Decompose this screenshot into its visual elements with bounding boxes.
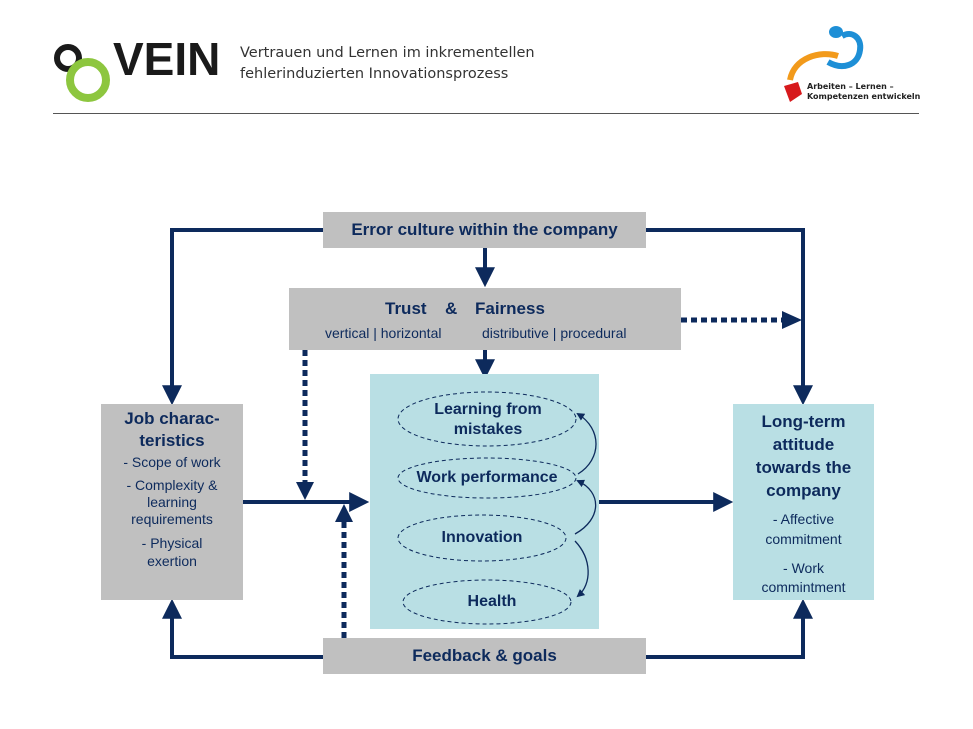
vein-logo-rings	[54, 44, 110, 102]
partner-logo	[784, 26, 864, 102]
arrow-error-to-job	[162, 228, 323, 406]
ellipse-learning	[397, 391, 577, 447]
trust-sub-right: distributive | procedural	[482, 325, 627, 341]
dashed-trust-down-head	[296, 482, 314, 500]
innovation-label: Innovation	[441, 529, 523, 546]
curve-innovation-to-health	[574, 540, 589, 598]
curve-work-to-learning	[576, 412, 597, 475]
ellipse-work	[397, 457, 577, 499]
arrow-error-to-longterm	[646, 228, 813, 406]
work-performance-label: Work performance	[416, 469, 558, 486]
error-culture-box: Error culture within the company	[323, 212, 646, 248]
header-subtitle-line2: fehlerinduzierten Innovationsprozess	[240, 66, 509, 82]
outcomes-box	[370, 374, 599, 629]
dashed-feedback-up-head	[335, 504, 353, 522]
dashed-trust-to-longterm-head	[782, 311, 802, 329]
arrow-feedback-to-job	[162, 598, 323, 659]
feedback-goals-box: Feedback & goals	[323, 638, 646, 674]
partner-logo-text: Arbeiten – Lernen – Kompetenzen entwicke…	[807, 82, 920, 102]
health-label: Health	[467, 593, 517, 610]
job-item-complexity-2: learning	[147, 494, 197, 510]
longterm-title-line4: company	[766, 481, 841, 500]
fairness-label: Fairness	[475, 299, 545, 318]
learning-label-line2: mistakes	[453, 421, 523, 438]
longterm-attitude-box: Long-term attitude towards the company -…	[733, 404, 874, 600]
error-culture-label: Error culture within the company	[351, 220, 618, 239]
learning-label-line1: Learning from	[434, 401, 542, 418]
longterm-item2-line1: - Work	[783, 560, 824, 576]
arrow-feedback-to-longterm	[646, 598, 813, 659]
vein-logo-text: VEIN	[113, 33, 221, 85]
partner-text-line1: Arbeiten – Lernen –	[807, 82, 894, 91]
longterm-item2-line2: commintment	[761, 579, 846, 595]
curve-innovation-to-work	[574, 479, 597, 535]
header-divider	[53, 113, 919, 114]
job-characteristics-box: Job charac- teristics - Scope of work - …	[101, 404, 243, 600]
job-title-line2: teristics	[139, 431, 205, 450]
ellipse-innovation	[397, 514, 567, 562]
job-item-complexity-1: - Complexity &	[126, 477, 218, 493]
outcome-ellipses	[397, 391, 597, 625]
header-subtitle-line1: Vertrauen und Lernen im inkrementellen	[240, 45, 535, 61]
trust-fairness-box: Trust & Fairness vertical | horizontal d…	[289, 288, 681, 350]
trust-sub-left: vertical | horizontal	[325, 325, 442, 341]
partner-text-line2: Kompetenzen entwickeln	[807, 92, 921, 101]
feedback-goals-label: Feedback & goals	[412, 646, 557, 665]
longterm-title-line1: Long-term	[761, 412, 846, 431]
job-item-complexity-3: requirements	[131, 511, 213, 527]
ellipse-health	[402, 579, 572, 625]
longterm-item1-line1: - Affective	[772, 511, 835, 527]
job-title-line1: Job charac-	[124, 409, 220, 428]
longterm-item1-line2: commitment	[765, 531, 842, 547]
job-item-physical-2: exertion	[147, 553, 197, 569]
job-item-physical-1: - Physical	[141, 535, 203, 551]
longterm-title-line3: towards the	[755, 458, 852, 477]
job-item-scope: - Scope of work	[123, 454, 221, 470]
trust-amp-label: &	[445, 299, 458, 318]
trust-label: Trust	[385, 299, 427, 318]
longterm-title-line2: attitude	[772, 435, 835, 454]
